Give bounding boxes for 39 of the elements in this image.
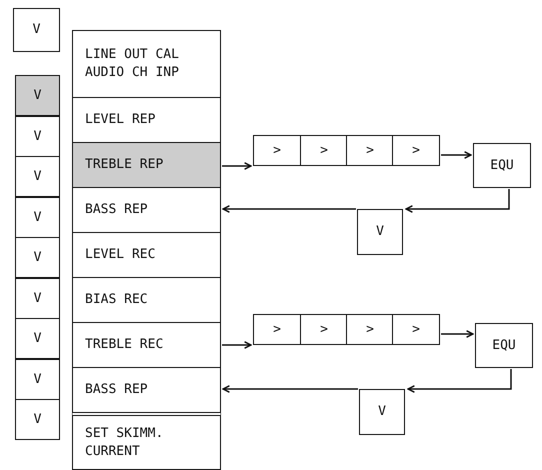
key-box: V: [15, 278, 60, 319]
arrow: [222, 341, 252, 349]
key-box: V: [15, 399, 60, 440]
arrow: [222, 205, 356, 213]
process-box: EQU: [475, 323, 533, 368]
key-box: V: [13, 8, 60, 52]
arrow: [441, 151, 472, 159]
arrow: [405, 189, 510, 213]
key-box: V: [359, 389, 405, 435]
step-box: >: [253, 135, 301, 166]
menu-item: TREBLE REC: [72, 322, 221, 368]
step-box: >: [346, 314, 394, 345]
process-box: EQU: [473, 143, 531, 188]
arrow: [407, 369, 512, 393]
key-box: V: [357, 209, 403, 255]
menu-item: TREBLE REP: [72, 142, 221, 188]
step-box: >: [300, 314, 348, 345]
key-box: V: [15, 116, 60, 157]
key-box: V: [15, 75, 60, 116]
key-box: V: [15, 318, 60, 359]
step-box: >: [253, 314, 301, 345]
arrow: [222, 162, 252, 170]
menu-item: LEVEL REP: [72, 97, 221, 144]
key-box: V: [15, 237, 60, 278]
menu-item: SET SKIMM. CURRENT: [72, 412, 221, 470]
step-box: >: [346, 135, 394, 166]
key-box: V: [15, 197, 60, 238]
key-box: V: [15, 359, 60, 400]
arrow: [441, 330, 474, 338]
menu-item: LEVEL REC: [72, 232, 221, 278]
menu-item: LINE OUT CAL AUDIO CH INP: [72, 30, 221, 98]
step-box: >: [300, 135, 348, 166]
menu-item: BASS REP: [72, 187, 221, 234]
arrow: [222, 385, 358, 393]
menu-item: BIAS REC: [72, 277, 221, 324]
key-box: V: [15, 156, 60, 197]
step-box: >: [392, 135, 440, 166]
step-box: >: [392, 314, 440, 345]
menu-item: BASS REP: [72, 367, 221, 414]
